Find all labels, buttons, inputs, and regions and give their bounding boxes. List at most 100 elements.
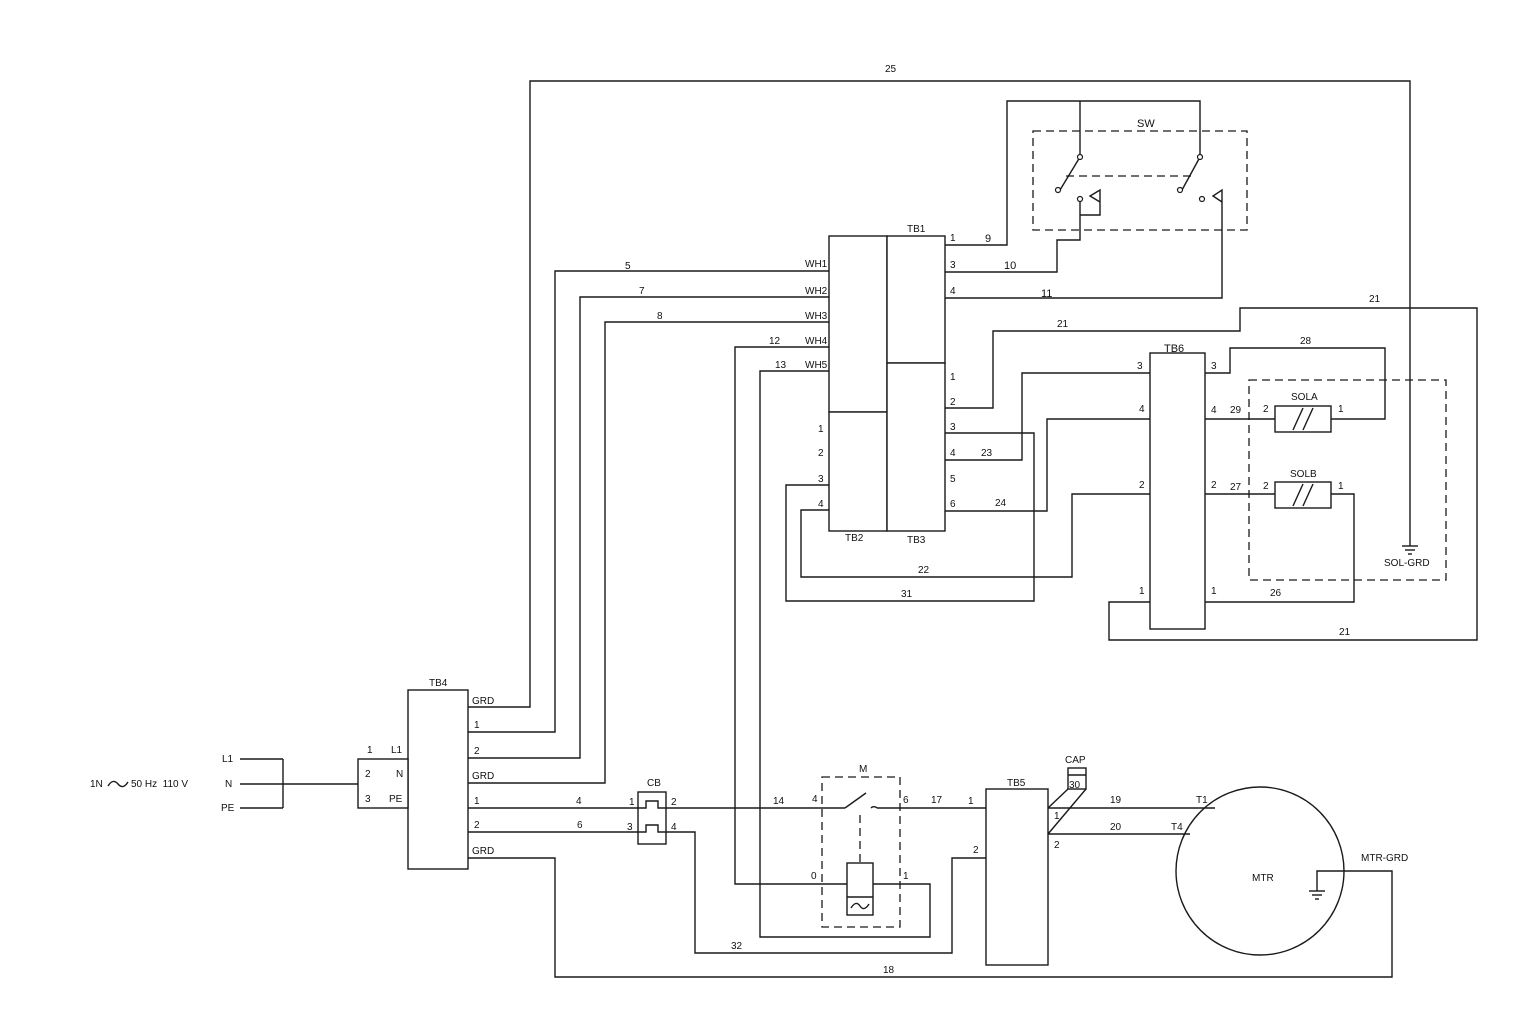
wh2-label: WH2 [805,286,828,297]
cb-label: CB [647,778,661,789]
switch-enclosure [1032,130,1248,231]
sola-term-2: 2 [1263,404,1269,415]
wire-label-21-a: 21 [1057,319,1069,330]
tb4-right-1a: 1 [474,720,480,731]
m-term-6: 6 [903,795,909,806]
wire-label-21-b: 21 [1369,294,1381,305]
wire-label-17: 17 [931,795,943,806]
wire-label-27: 27 [1230,482,1242,493]
cb-body [637,791,667,845]
wire-13 [759,370,931,938]
tb4-left-name-pe: PE [389,794,403,805]
supply-line-n: N [225,779,232,790]
supply-spec: 50 Hz 110 V [131,779,188,790]
wire-9 [945,100,1201,246]
tb2-term-4: 4 [818,499,824,510]
tb6-left-2: 2 [1139,480,1145,491]
tb4-block [407,689,469,870]
wire-label-5: 5 [625,261,631,272]
sola-term-1: 1 [1338,404,1344,415]
tb1-block [886,235,946,364]
wire-31 [785,432,1035,602]
tb6-left-4: 4 [1139,404,1145,415]
supply-line-pe: PE [221,803,235,814]
mtr-label: MTR [1252,873,1274,884]
wire-label-22: 22 [918,565,930,576]
tb2-block [828,411,888,532]
tb3-label: TB3 [907,535,926,546]
tb4-left-3: 3 [365,794,371,805]
solb-coil [1274,481,1332,509]
wire-label-14: 14 [773,796,785,807]
m-term-1: 1 [903,871,909,882]
circuit-breaker [637,791,667,845]
sol-grd-label: SOL-GRD [1384,558,1430,569]
tb6-left-3: 3 [1137,361,1143,372]
wire-cap-a [1047,788,1069,809]
tb2-term-2: 2 [818,448,824,459]
cap-term-30: 30 [1069,780,1081,791]
wire-label-8: 8 [657,311,663,322]
mtr-term-t1: T1 [1196,795,1208,806]
wire-label-23: 23 [981,448,993,459]
m-term-0: 0 [811,871,817,882]
wire-28 [1205,347,1386,420]
wire-label-12: 12 [769,336,781,347]
supply-terminal-block [357,758,409,809]
wire-label-29: 29 [1230,405,1242,416]
wire-11 [945,202,1223,299]
wire-label-26: 26 [1270,588,1282,599]
tb3-term-2: 2 [950,397,956,408]
wire-label-9: 9 [985,233,991,245]
wires [240,80,1478,978]
tb5-block [985,788,1049,966]
wh5-label: WH5 [805,360,828,371]
tb5-right-2: 2 [1054,840,1060,851]
wire-label-10: 10 [1004,260,1016,272]
supply-label: 1N [90,779,103,790]
solenoid-enclosure [1248,379,1447,581]
tb6-block [1149,352,1206,630]
wire-label-18: 18 [883,965,895,976]
cb-term-1: 1 [629,797,635,808]
tb5-label: TB5 [1007,778,1026,789]
tb3-term-1: 1 [950,372,956,383]
terminal-block-group [828,235,946,532]
tb3-term-6: 6 [950,499,956,510]
wire-23 [945,372,1150,461]
tb4-right-grd-2: GRD [472,771,494,782]
wire-10 [945,202,1081,273]
tb3-block [886,362,946,532]
tb6-right-3: 3 [1211,361,1217,372]
wire-26 [1205,493,1355,603]
wh1-label: WH1 [805,259,828,270]
wire-label-32: 32 [731,941,743,952]
tb3-term-3: 3 [950,422,956,433]
tb6-left-1: 1 [1139,586,1145,597]
wire-label-31: 31 [901,589,913,600]
tb3-term-4: 4 [950,448,956,459]
tb4-right-grd-3: GRD [472,846,494,857]
wire-22 [800,493,1150,578]
tb6-right-1: 1 [1211,586,1217,597]
tb1-label: TB1 [907,224,926,235]
tb4-left-name-l1: L1 [391,745,403,756]
tb5-left-2: 2 [973,845,979,856]
wire-label-20: 20 [1110,822,1122,833]
tb4-right-1b: 1 [474,796,480,807]
wire-21-a [945,307,1478,641]
wire-cap-b [1047,788,1087,835]
tb1-term-4: 4 [950,286,956,297]
tb2-term-3: 3 [818,474,824,485]
tb4-left-2: 2 [365,769,371,780]
tb3-term-5: 5 [950,474,956,485]
tb4-right-grd-1: GRD [472,696,494,707]
tb4-left-name-n: N [396,769,403,780]
cb-term-2: 2 [671,797,677,808]
solenoid-assembly [1248,379,1447,581]
switch-sw [1032,130,1248,231]
wire-label-19: 19 [1110,795,1122,806]
sw-label: SW [1137,118,1155,130]
tb2-term-1: 1 [818,424,824,435]
tb5-left-1: 1 [968,796,974,807]
